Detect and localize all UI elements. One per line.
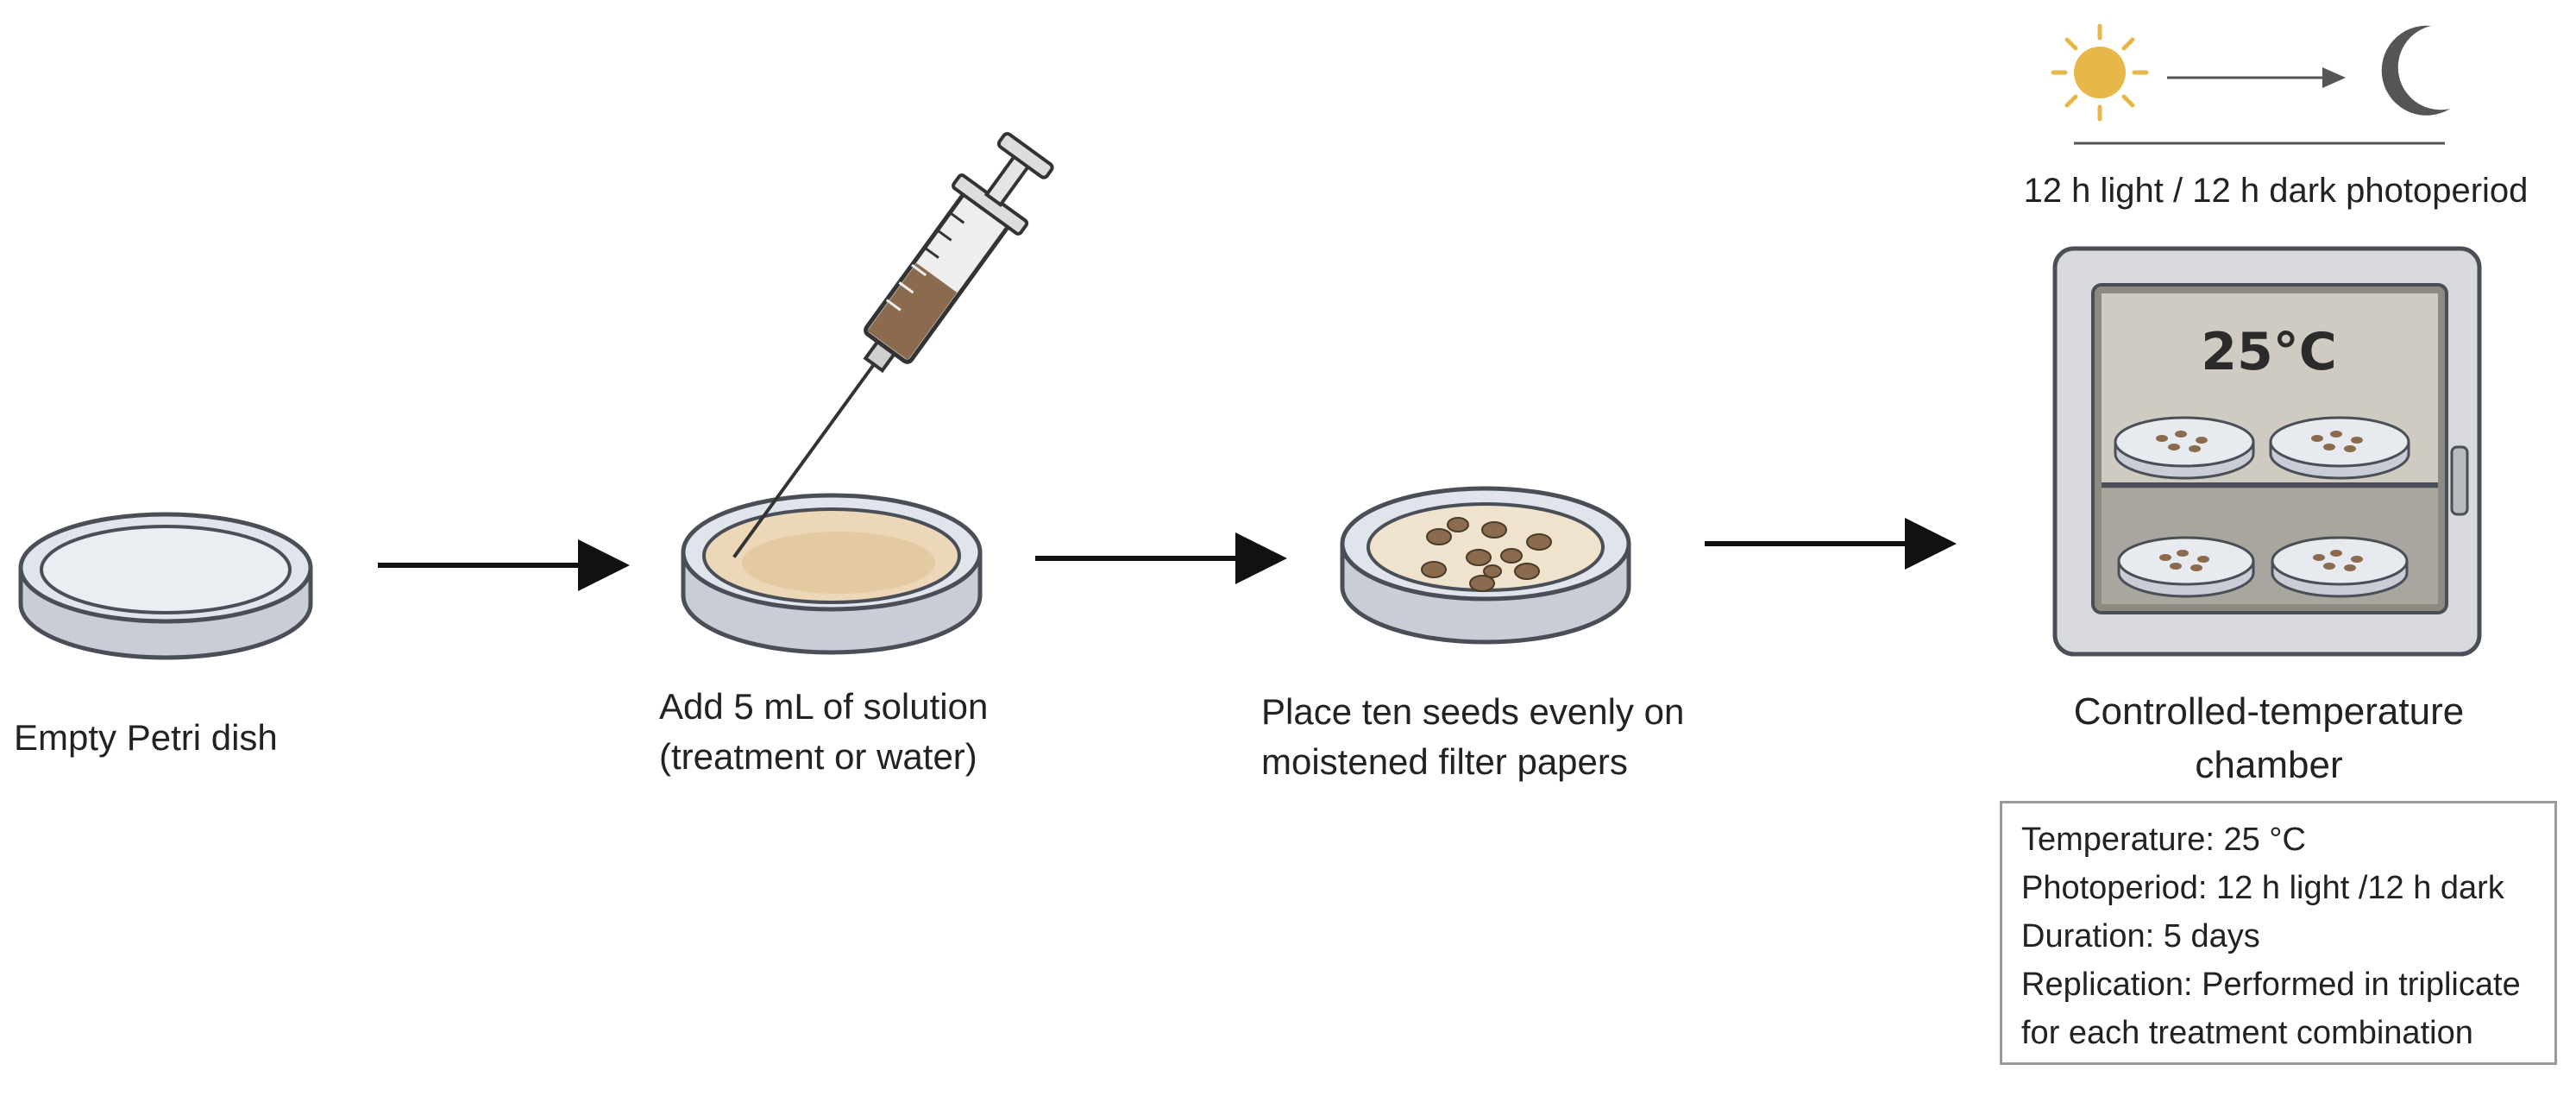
seeds [1421,517,1552,592]
empty-petri-dish-icon [18,512,313,660]
syringe-icon [732,132,1054,558]
step-3-label-line-1: Place ten seeds evenly on [1261,691,1685,732]
petri-dish-solution-icon [681,493,983,655]
chamber-dish [2114,416,2255,480]
step-4-label-line-2: chamber [2195,744,2343,786]
petri-dish-seeds-icon [1340,486,1631,645]
chamber-dish [2271,536,2409,598]
condition-duration: Duration: 5 days [2021,918,2260,954]
step-1-label-line: Empty Petri dish [14,717,278,758]
chamber-dish [2117,536,2255,598]
chamber-temperature-readout: 25°C [2201,322,2337,382]
condition-temperature: Temperature: 25 °C [2021,822,2306,858]
step-1-label: Empty Petri dish [14,713,278,763]
moon-icon [2381,25,2450,116]
step-3-label: Place ten seeds evenly on moistened filt… [1261,687,1684,787]
photoperiod-caption: 12 h light / 12 h dark photoperiod [2023,172,2529,210]
step-2-label: Add 5 mL of solution (treatment or water… [659,682,988,782]
condition-replication-line-1: Replication: Performed in triplicate [2021,967,2521,1003]
step-2-label-line-2: (treatment or water) [659,736,977,777]
step-3-label-line-2: moistened filter papers [1261,741,1628,782]
step-4-label: Controlled-temperature chamber [2019,685,2519,792]
conditions-box: Temperature: 25 °C Photoperiod: 12 h lig… [2000,801,2557,1065]
chamber-dish [2269,416,2410,480]
condition-photoperiod: Photoperiod: 12 h light /12 h dark [2021,870,2504,906]
sun-icon [2051,23,2149,122]
step-4-label-line-1: Controlled-temperature [2073,690,2465,733]
condition-replication-line-2: for each treatment combination [2021,1015,2473,1051]
temperature-chamber-icon: 25°C [2052,246,2482,657]
step-2-label-line-1: Add 5 mL of solution [659,686,989,727]
